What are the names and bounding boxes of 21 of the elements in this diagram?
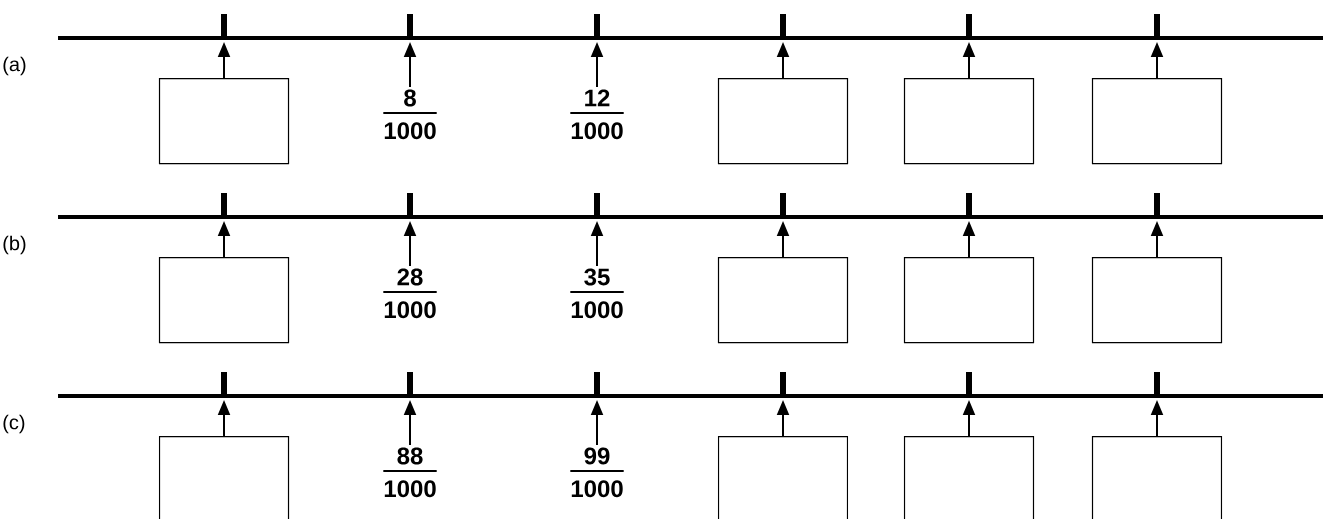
fraction: 35 1000 — [569, 268, 625, 319]
row-label: (b) — [3, 235, 26, 255]
row-label: (a) — [3, 56, 26, 76]
fraction: 8 1000 — [382, 89, 438, 140]
answer-box — [903, 435, 1035, 519]
answer-box — [903, 257, 1035, 344]
fraction: 12 1000 — [569, 89, 625, 140]
answer-box — [1091, 257, 1223, 344]
answer-box — [1091, 435, 1223, 519]
answer-box — [717, 435, 849, 519]
answer-box — [717, 78, 849, 165]
fraction: 88 1000 — [382, 447, 438, 498]
answer-box — [158, 78, 290, 165]
fraction: 99 1000 — [569, 447, 625, 498]
answer-box — [1091, 78, 1223, 165]
answer-box — [158, 257, 290, 344]
row-label: (c) — [3, 414, 25, 434]
answer-box — [158, 435, 290, 519]
answer-box — [903, 78, 1035, 165]
fraction: 28 1000 — [382, 268, 438, 319]
answer-box — [717, 257, 849, 344]
